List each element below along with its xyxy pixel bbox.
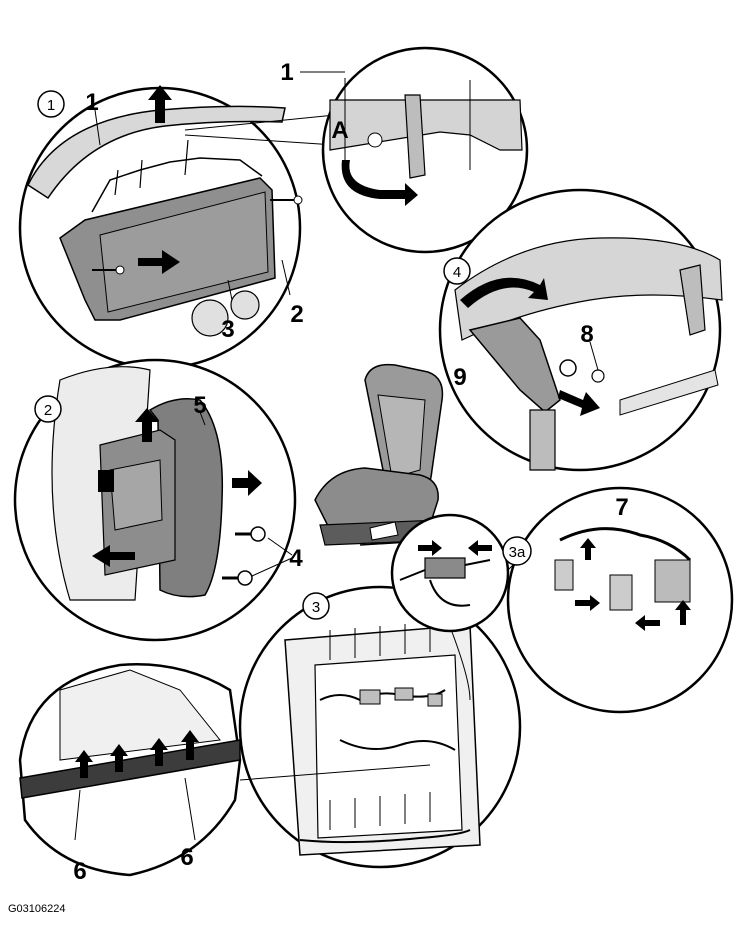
clip-arrow bbox=[341, 160, 418, 206]
callout-8: 8 bbox=[580, 321, 593, 348]
rotate-arrow bbox=[460, 277, 548, 308]
detail-circle-4 bbox=[438, 188, 723, 472]
callout-3: 3 bbox=[221, 316, 234, 343]
callout-6-right: 6 bbox=[180, 844, 193, 871]
figure-code: G03106224 bbox=[8, 903, 66, 915]
detail-circle-3 bbox=[238, 585, 522, 869]
seat-overview bbox=[314, 363, 446, 546]
step-marker-1: 1 bbox=[37, 90, 65, 118]
callout-7: 7 bbox=[615, 494, 628, 521]
step-marker-4: 4 bbox=[443, 257, 471, 285]
seat-cushion bbox=[314, 467, 439, 531]
up-arrow bbox=[135, 408, 159, 442]
step-marker-3a: 3a bbox=[502, 536, 532, 566]
callout-A: A bbox=[331, 117, 348, 144]
pull-arrow bbox=[558, 390, 600, 416]
trim-panel bbox=[27, 105, 286, 200]
up-arrow bbox=[148, 85, 172, 123]
step-marker-3: 3 bbox=[302, 592, 330, 620]
callout-4: 4 bbox=[289, 545, 303, 572]
right-arrow bbox=[138, 250, 180, 274]
callout-1-left: 1 bbox=[85, 89, 98, 116]
callout-5: 5 bbox=[193, 392, 206, 419]
detail-circle-3a bbox=[390, 513, 510, 633]
step-marker-2-label: 2 bbox=[44, 402, 52, 419]
step-marker-4-label: 4 bbox=[453, 264, 461, 281]
step-marker-3a-label: 3a bbox=[509, 544, 526, 561]
detail-circle-2 bbox=[13, 358, 297, 642]
step-marker-2: 2 bbox=[34, 395, 62, 423]
callout-6-left: 6 bbox=[73, 858, 86, 885]
left-arrow bbox=[92, 545, 135, 567]
step-marker-3-label: 3 bbox=[312, 599, 320, 616]
callout-connector bbox=[184, 114, 336, 146]
right-arrow bbox=[232, 470, 262, 496]
detail-circle-1 bbox=[18, 85, 303, 370]
detail-circle-A bbox=[300, 46, 529, 254]
trim-strip bbox=[19, 739, 241, 799]
callout-1-top: 1 bbox=[280, 59, 293, 86]
step-marker-1-label: 1 bbox=[47, 97, 55, 114]
callout-9: 9 bbox=[453, 364, 466, 391]
detail-circle-7 bbox=[506, 486, 734, 714]
detail-circle-6 bbox=[18, 663, 431, 877]
handle bbox=[468, 317, 561, 413]
callout-2: 2 bbox=[290, 301, 303, 328]
